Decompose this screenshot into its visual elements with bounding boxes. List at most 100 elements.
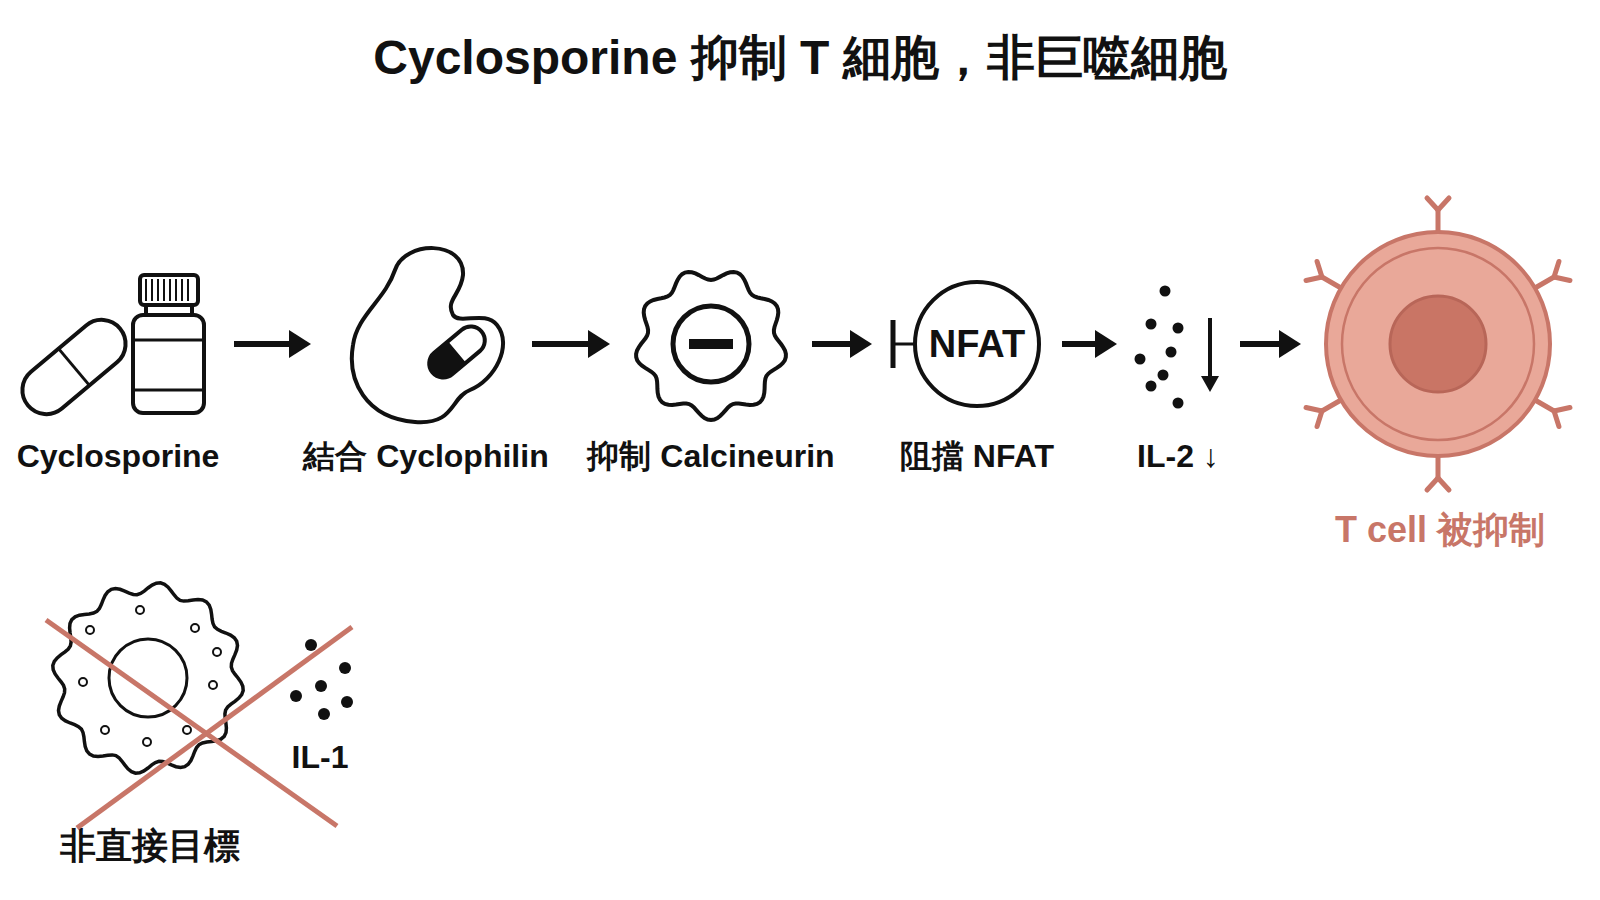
node-label: 抑制 Calcineurin [560, 436, 862, 476]
stroke-line [133, 339, 204, 342]
shape-rect [13, 310, 136, 424]
granule [213, 648, 221, 656]
stroke-line [157, 279, 159, 301]
vial-icon [133, 275, 204, 413]
diagram-title: Cyclosporine 抑制 T 細胞，非巨噬細胞 [0, 24, 1600, 92]
flow-arrow [234, 330, 311, 358]
stroke-line [163, 279, 165, 301]
calcineurin-shape [636, 272, 786, 420]
granule [101, 726, 109, 734]
cytokine-dot [1166, 347, 1177, 358]
il1-dot [290, 690, 302, 702]
binding-node: 結合 Cyclophilin [345, 240, 507, 495]
t-cell-node: T cell 被抑制 [1312, 240, 1568, 560]
macrophage-nucleus [109, 639, 187, 717]
arrow-shaft [1240, 341, 1283, 347]
shape-rect [423, 321, 490, 384]
node-label: T cell 被抑制 [1242, 508, 1600, 552]
stroke-line [151, 279, 153, 301]
il1-dots [290, 639, 353, 720]
cross-line [77, 627, 352, 828]
macrophage-shape [53, 583, 243, 773]
stroke-line [1312, 261, 1328, 277]
inhibit-bar [891, 320, 896, 368]
cytokine-node: IL-2 ↓ [1128, 240, 1228, 495]
stroke-line [145, 279, 147, 301]
down-arrow-head [1201, 376, 1219, 392]
stroke-line [1549, 261, 1565, 277]
il1-dot [339, 662, 351, 674]
node-label: 非直接目標 [0, 824, 325, 868]
granule [209, 681, 217, 689]
arrow-shaft [234, 341, 293, 347]
arrow-head [289, 330, 311, 358]
flow-arrow [532, 330, 610, 358]
cytokine-dot [1146, 381, 1157, 392]
pill-icon [13, 310, 136, 424]
node-text: NFAT [912, 322, 1042, 366]
shape-rect [140, 275, 198, 305]
bound-pill [423, 321, 490, 384]
stroke-line [59, 349, 90, 386]
node-label: IL-2 ↓ [1058, 436, 1298, 476]
node-label: Cyclosporine [0, 436, 284, 476]
granule [183, 726, 191, 734]
stroke-line [133, 389, 204, 392]
il1-dot [305, 639, 317, 651]
shape-rect [133, 315, 204, 413]
flow-arrow [1240, 330, 1301, 358]
stroke-line [181, 279, 183, 301]
granule [191, 624, 199, 632]
granule [79, 678, 87, 686]
receptor [1427, 454, 1449, 490]
stroke-line [1438, 198, 1449, 210]
stroke-line [1306, 401, 1322, 417]
granule [86, 626, 94, 634]
arrow-head [850, 330, 872, 358]
cell-ring [1342, 248, 1534, 440]
node-label: 結合 Cyclophilin [275, 436, 577, 476]
drug-node: Cyclosporine [22, 240, 214, 495]
cell-nucleus [1390, 296, 1486, 392]
node-label: 阻擋 NFAT [842, 436, 1112, 476]
arrow-head [1279, 330, 1301, 358]
arrow-shaft [812, 341, 854, 347]
inhibit-stem [893, 343, 914, 346]
flow-arrow [812, 330, 872, 358]
stroke-line [187, 279, 189, 301]
cytokine-label: IL-1 [270, 737, 370, 777]
flow-arrow [1062, 330, 1117, 358]
cell-body [1326, 232, 1550, 456]
stroke-line [1554, 271, 1570, 287]
stroke-line [1312, 411, 1328, 427]
cytokine-dot [1146, 319, 1157, 330]
enzyme-node: 抑制 Calcineurin [630, 240, 792, 495]
arrow-shaft [1062, 341, 1099, 347]
down-arrow [1208, 318, 1212, 380]
cytokine-dot [1173, 398, 1184, 409]
arrow-head [588, 330, 610, 358]
cytokine-dot [1135, 354, 1146, 365]
stroke-line [1427, 478, 1438, 490]
arrow-head [1095, 330, 1117, 358]
stroke-line [175, 279, 177, 301]
cytokine-dot [1173, 323, 1184, 334]
stroke-line [169, 279, 171, 301]
outline-path [423, 341, 466, 383]
stroke-line [1549, 411, 1565, 427]
arrow-shaft [532, 341, 592, 347]
cytokine-dot [1158, 370, 1169, 381]
receptor [1427, 198, 1449, 234]
il1-dot [341, 696, 353, 708]
il1-dot [318, 708, 330, 720]
nfat-node: NFAT阻擋 NFAT [912, 240, 1042, 495]
cross-line [46, 620, 337, 826]
cyclophilin-shape [352, 248, 503, 422]
inhibit-symbol [673, 306, 749, 382]
minus-sign [689, 339, 733, 349]
il1-dot [315, 680, 327, 692]
cytokine-dot [1160, 286, 1171, 297]
macrophage-node: 非直接目標 [45, 570, 255, 870]
